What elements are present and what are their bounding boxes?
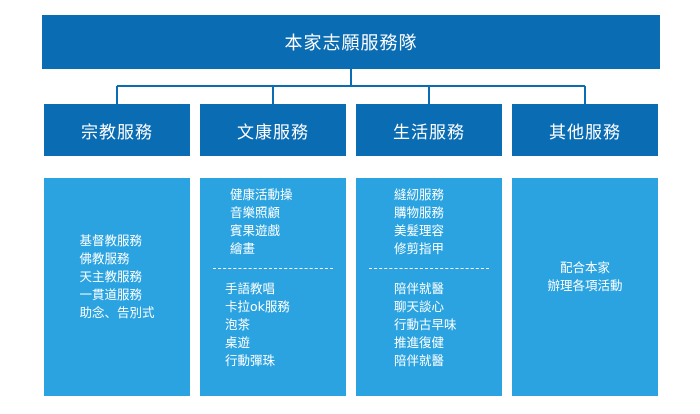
list-item: 美髮理容 — [394, 223, 445, 238]
list-item: 行動古早味 — [394, 317, 457, 332]
item-list: 手語教唱 卡拉ok服務 泡茶 桌遊 行動彈珠 — [200, 280, 346, 370]
item-list: 陪伴就醫 聊天談心 行動古早味 推進復健 陪伴就醫 — [356, 280, 502, 370]
category-recreation: 文康服務 — [200, 104, 346, 156]
list-item: 天主教服務 — [79, 269, 142, 284]
list-item: 修剪指甲 — [394, 241, 445, 256]
list-item: 辦理各項活動 — [547, 278, 623, 293]
detail-recreation: 健康活動操 音樂照顧 賓果遊戲 繪畫 手語教唱 卡拉ok服務 泡茶 桌遊 行動彈… — [200, 178, 346, 396]
category-label: 文康服務 — [237, 122, 309, 143]
item-list: 健康活動操 音樂照顧 賓果遊戲 繪畫 — [200, 186, 346, 258]
category-label: 宗教服務 — [81, 122, 153, 143]
list-item: 陪伴就醫 — [394, 281, 445, 296]
list-item: 縫紉服務 — [394, 187, 445, 202]
item-list: 縫紉服務 購物服務 美髮理容 修剪指甲 — [356, 186, 502, 258]
detail-religious: 基督教服務 佛教服務 天主教服務 一貫道服務 助念、告別式 — [44, 178, 190, 396]
list-item: 陪伴就醫 — [394, 353, 445, 368]
category-label: 其他服務 — [549, 122, 621, 143]
list-item: 音樂照顧 — [230, 205, 281, 220]
list-item: 配合本家 — [559, 260, 610, 275]
list-item: 桌遊 — [225, 335, 251, 350]
detail-other: 配合本家 辦理各項活動 — [512, 178, 658, 396]
list-item: 行動彈珠 — [225, 353, 276, 368]
list-item: 一貫道服務 — [79, 287, 142, 302]
list-item: 賓果遊戲 — [230, 223, 281, 238]
list-item: 卡拉ok服務 — [225, 299, 290, 314]
item-list: 基督教服務 佛教服務 天主教服務 一貫道服務 助念、告別式 — [79, 232, 154, 322]
list-item: 健康活動操 — [230, 187, 293, 202]
list-item: 手語教唱 — [225, 281, 276, 296]
dashed-divider — [213, 268, 333, 269]
list-item: 繪畫 — [230, 241, 256, 256]
category-other: 其他服務 — [512, 104, 658, 156]
root-label: 本家志願服務隊 — [284, 33, 418, 54]
item-list: 配合本家 辦理各項活動 — [547, 259, 622, 295]
category-daily-living: 生活服務 — [356, 104, 502, 156]
list-item: 泡茶 — [225, 317, 251, 332]
list-item: 基督教服務 — [79, 233, 142, 248]
dashed-divider — [369, 268, 489, 269]
list-item: 佛教服務 — [79, 251, 130, 266]
detail-daily-living: 縫紉服務 購物服務 美髮理容 修剪指甲 陪伴就醫 聊天談心 行動古早味 推進復健… — [356, 178, 502, 396]
list-item: 助念、告別式 — [79, 305, 155, 320]
list-item: 推進復健 — [394, 335, 445, 350]
category-label: 生活服務 — [393, 122, 465, 143]
root-node: 本家志願服務隊 — [42, 15, 660, 69]
list-item: 購物服務 — [394, 205, 445, 220]
list-item: 聊天談心 — [394, 299, 445, 314]
category-religious: 宗教服務 — [44, 104, 190, 156]
